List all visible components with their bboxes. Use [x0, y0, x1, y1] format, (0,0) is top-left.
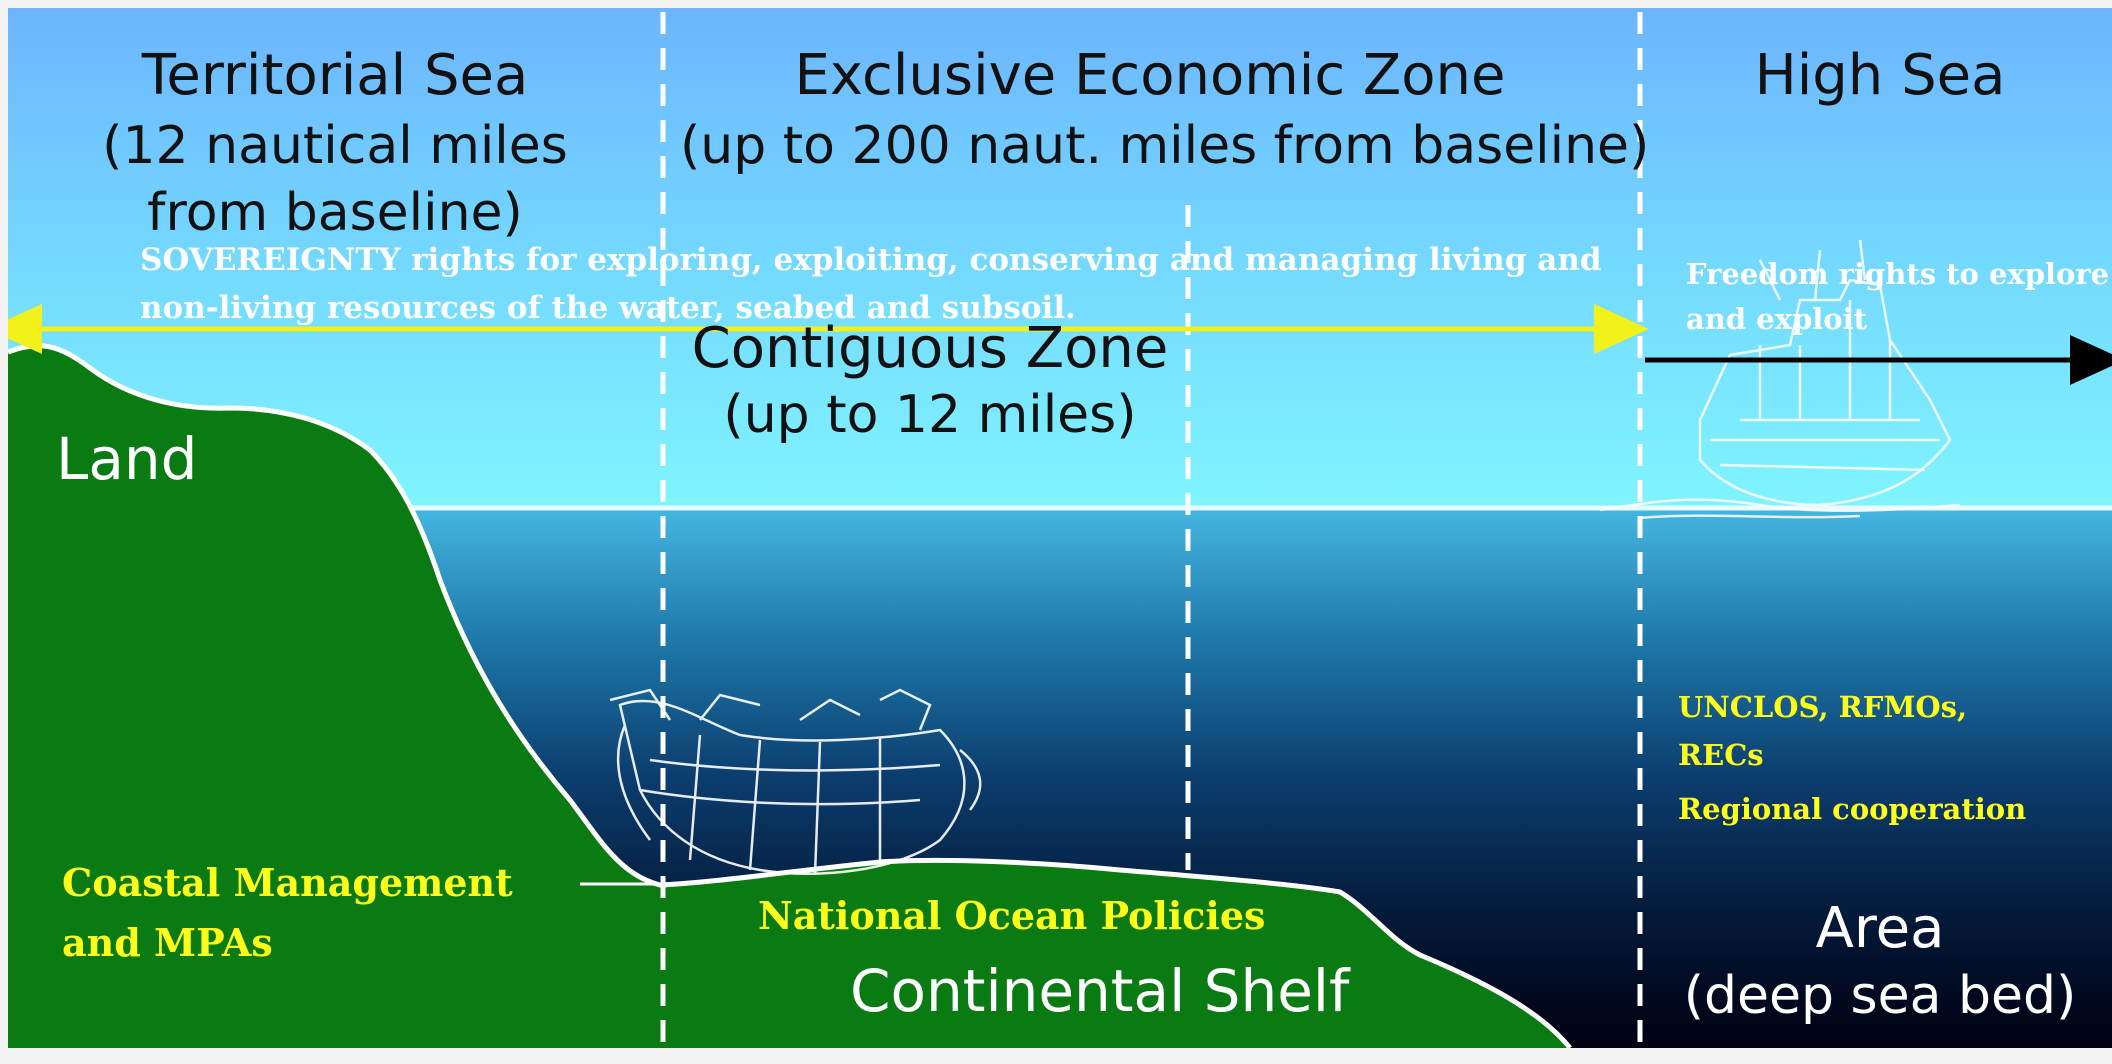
- sovereignty-text-line1: SOVEREIGNTY rights for exploring, exploi…: [140, 242, 1602, 278]
- left-strip: [0, 0, 8, 1060]
- territorial-sea-distance: (12 nautical miles: [102, 116, 568, 176]
- shipwreck-sketch: [609, 688, 982, 876]
- territorial-sea-baseline: from baseline): [147, 183, 523, 243]
- deep-sea-bed-label: (deep sea bed): [1683, 966, 2077, 1026]
- coastal-management-line2: and MPAs: [62, 920, 273, 965]
- high-sea-title: High Sea: [1754, 43, 2006, 108]
- eez-distance: (up to 200 naut. miles from baseline): [680, 116, 1650, 176]
- freedom-text-line1: Freedom rights to explore: [1686, 257, 2110, 291]
- ship-sketch: [1599, 239, 1961, 520]
- continental-shelf-label: Continental Shelf: [850, 957, 1350, 1025]
- top-strip: [0, 0, 2112, 8]
- coastline: [7, 343, 1572, 1050]
- area-label: Area: [1815, 896, 1945, 961]
- eez-title: Exclusive Economic Zone: [794, 43, 1506, 108]
- unclos-line1: UNCLOS, RFMOs,: [1678, 690, 1968, 724]
- coastal-management-line1: Coastal Management: [62, 860, 513, 905]
- unclos-line2: RECs: [1678, 738, 1764, 772]
- contiguous-zone-title: Contiguous Zone: [691, 316, 1169, 381]
- freedom-text-line2: and exploit: [1686, 302, 1868, 336]
- territorial-sea-title: Territorial Sea: [141, 43, 529, 108]
- national-ocean-policies: National Ocean Policies: [758, 893, 1266, 938]
- land-mass: [8, 345, 1570, 1049]
- sovereignty-text-line2: non-living resources of the water, seabe…: [140, 290, 1076, 326]
- contiguous-zone-distance: (up to 12 miles): [723, 385, 1137, 445]
- land-label: Land: [56, 425, 198, 493]
- sky: [8, 8, 2112, 508]
- regional-cooperation: Regional cooperation: [1678, 792, 2027, 826]
- bottom-strip: [0, 1048, 2112, 1060]
